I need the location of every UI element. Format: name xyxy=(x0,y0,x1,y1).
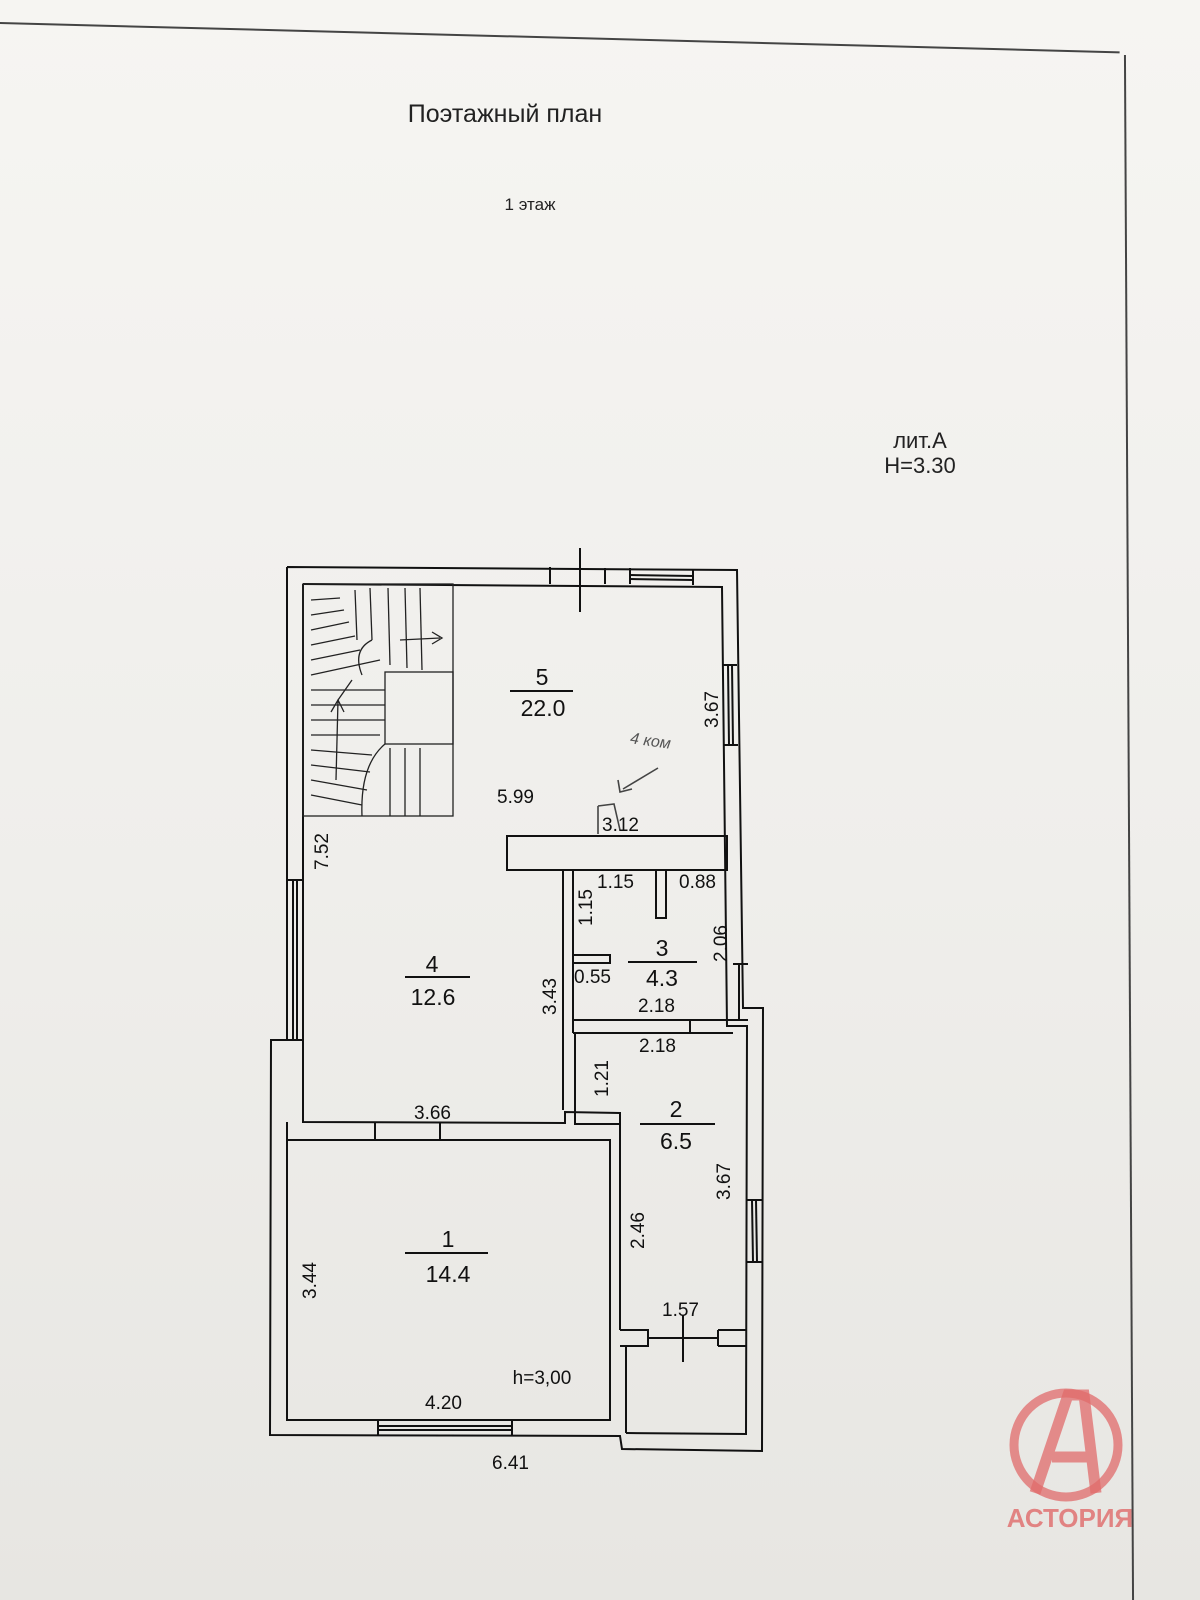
dim-0-88: 0.88 xyxy=(679,872,716,893)
dim-5-99: 5.99 xyxy=(497,787,534,808)
lit-height: H=3.30 xyxy=(884,453,956,478)
dim-7-52: 7.52 xyxy=(312,833,333,870)
dim-3-67-bottom: 3.67 xyxy=(714,1163,735,1200)
room-labels: 5 22.0 4 12.6 3 4.3 2 6.5 1 14.4 h=3,00 xyxy=(411,664,692,1389)
room-3-number: 3 xyxy=(656,935,669,961)
dim-1-15-h: 1.15 xyxy=(597,872,634,893)
room-4-area: 12.6 xyxy=(411,984,456,1010)
dim-2-18-b: 2.18 xyxy=(639,1036,676,1057)
lit-name: лит.А xyxy=(893,428,947,453)
floor-label: 1 этаж xyxy=(504,195,556,214)
staircase xyxy=(302,583,454,817)
plan-walls xyxy=(268,548,765,1453)
logo-letter xyxy=(1029,1389,1102,1495)
room-2-number: 2 xyxy=(670,1096,683,1122)
lit-label: лит.А H=3.30 xyxy=(860,428,980,478)
dim-0-55: 0.55 xyxy=(574,967,611,988)
logo-text: АСТОРИЯ xyxy=(1007,1503,1133,1533)
dimension-labels: 3.67 5.99 3.12 7.52 1.15 0.88 1.15 2.06 … xyxy=(300,691,735,1474)
dim-1-57: 1.57 xyxy=(662,1300,699,1321)
outer-wall-inner xyxy=(302,583,749,1436)
astoria-logo: АСТОРИЯ xyxy=(1007,1388,1133,1533)
dim-1-15-v: 1.15 xyxy=(576,889,597,926)
room-5-number: 5 xyxy=(536,664,549,690)
dim-3-44: 3.44 xyxy=(300,1262,321,1299)
dim-1-21: 1.21 xyxy=(592,1060,613,1097)
partition-beam xyxy=(506,835,728,871)
page-title: Поэтажный план xyxy=(407,100,603,128)
handwritten-arrow xyxy=(597,767,659,834)
dim-3-43: 3.43 xyxy=(540,978,561,1015)
dim-6-41: 6.41 xyxy=(492,1453,529,1474)
room-1-height: h=3,00 xyxy=(513,1368,572,1389)
room-4-number: 4 xyxy=(426,951,439,977)
room-5-area: 22.0 xyxy=(521,695,566,721)
dim-3-66: 3.66 xyxy=(414,1103,451,1124)
room-1-area: 14.4 xyxy=(426,1261,471,1287)
room-1-number: 1 xyxy=(442,1226,455,1252)
outer-wall-outer xyxy=(268,566,765,1453)
dim-2-46: 2.46 xyxy=(628,1212,649,1249)
room-3-area: 4.3 xyxy=(646,965,678,991)
dim-2-06: 2.06 xyxy=(711,925,732,962)
dim-2-18-a: 2.18 xyxy=(638,996,675,1017)
dim-3-67-top: 3.67 xyxy=(702,691,723,728)
stair-outline xyxy=(302,583,454,817)
dim-4-20: 4.20 xyxy=(425,1393,462,1414)
dim-3-12: 3.12 xyxy=(602,815,639,836)
room-2-area: 6.5 xyxy=(660,1128,692,1154)
